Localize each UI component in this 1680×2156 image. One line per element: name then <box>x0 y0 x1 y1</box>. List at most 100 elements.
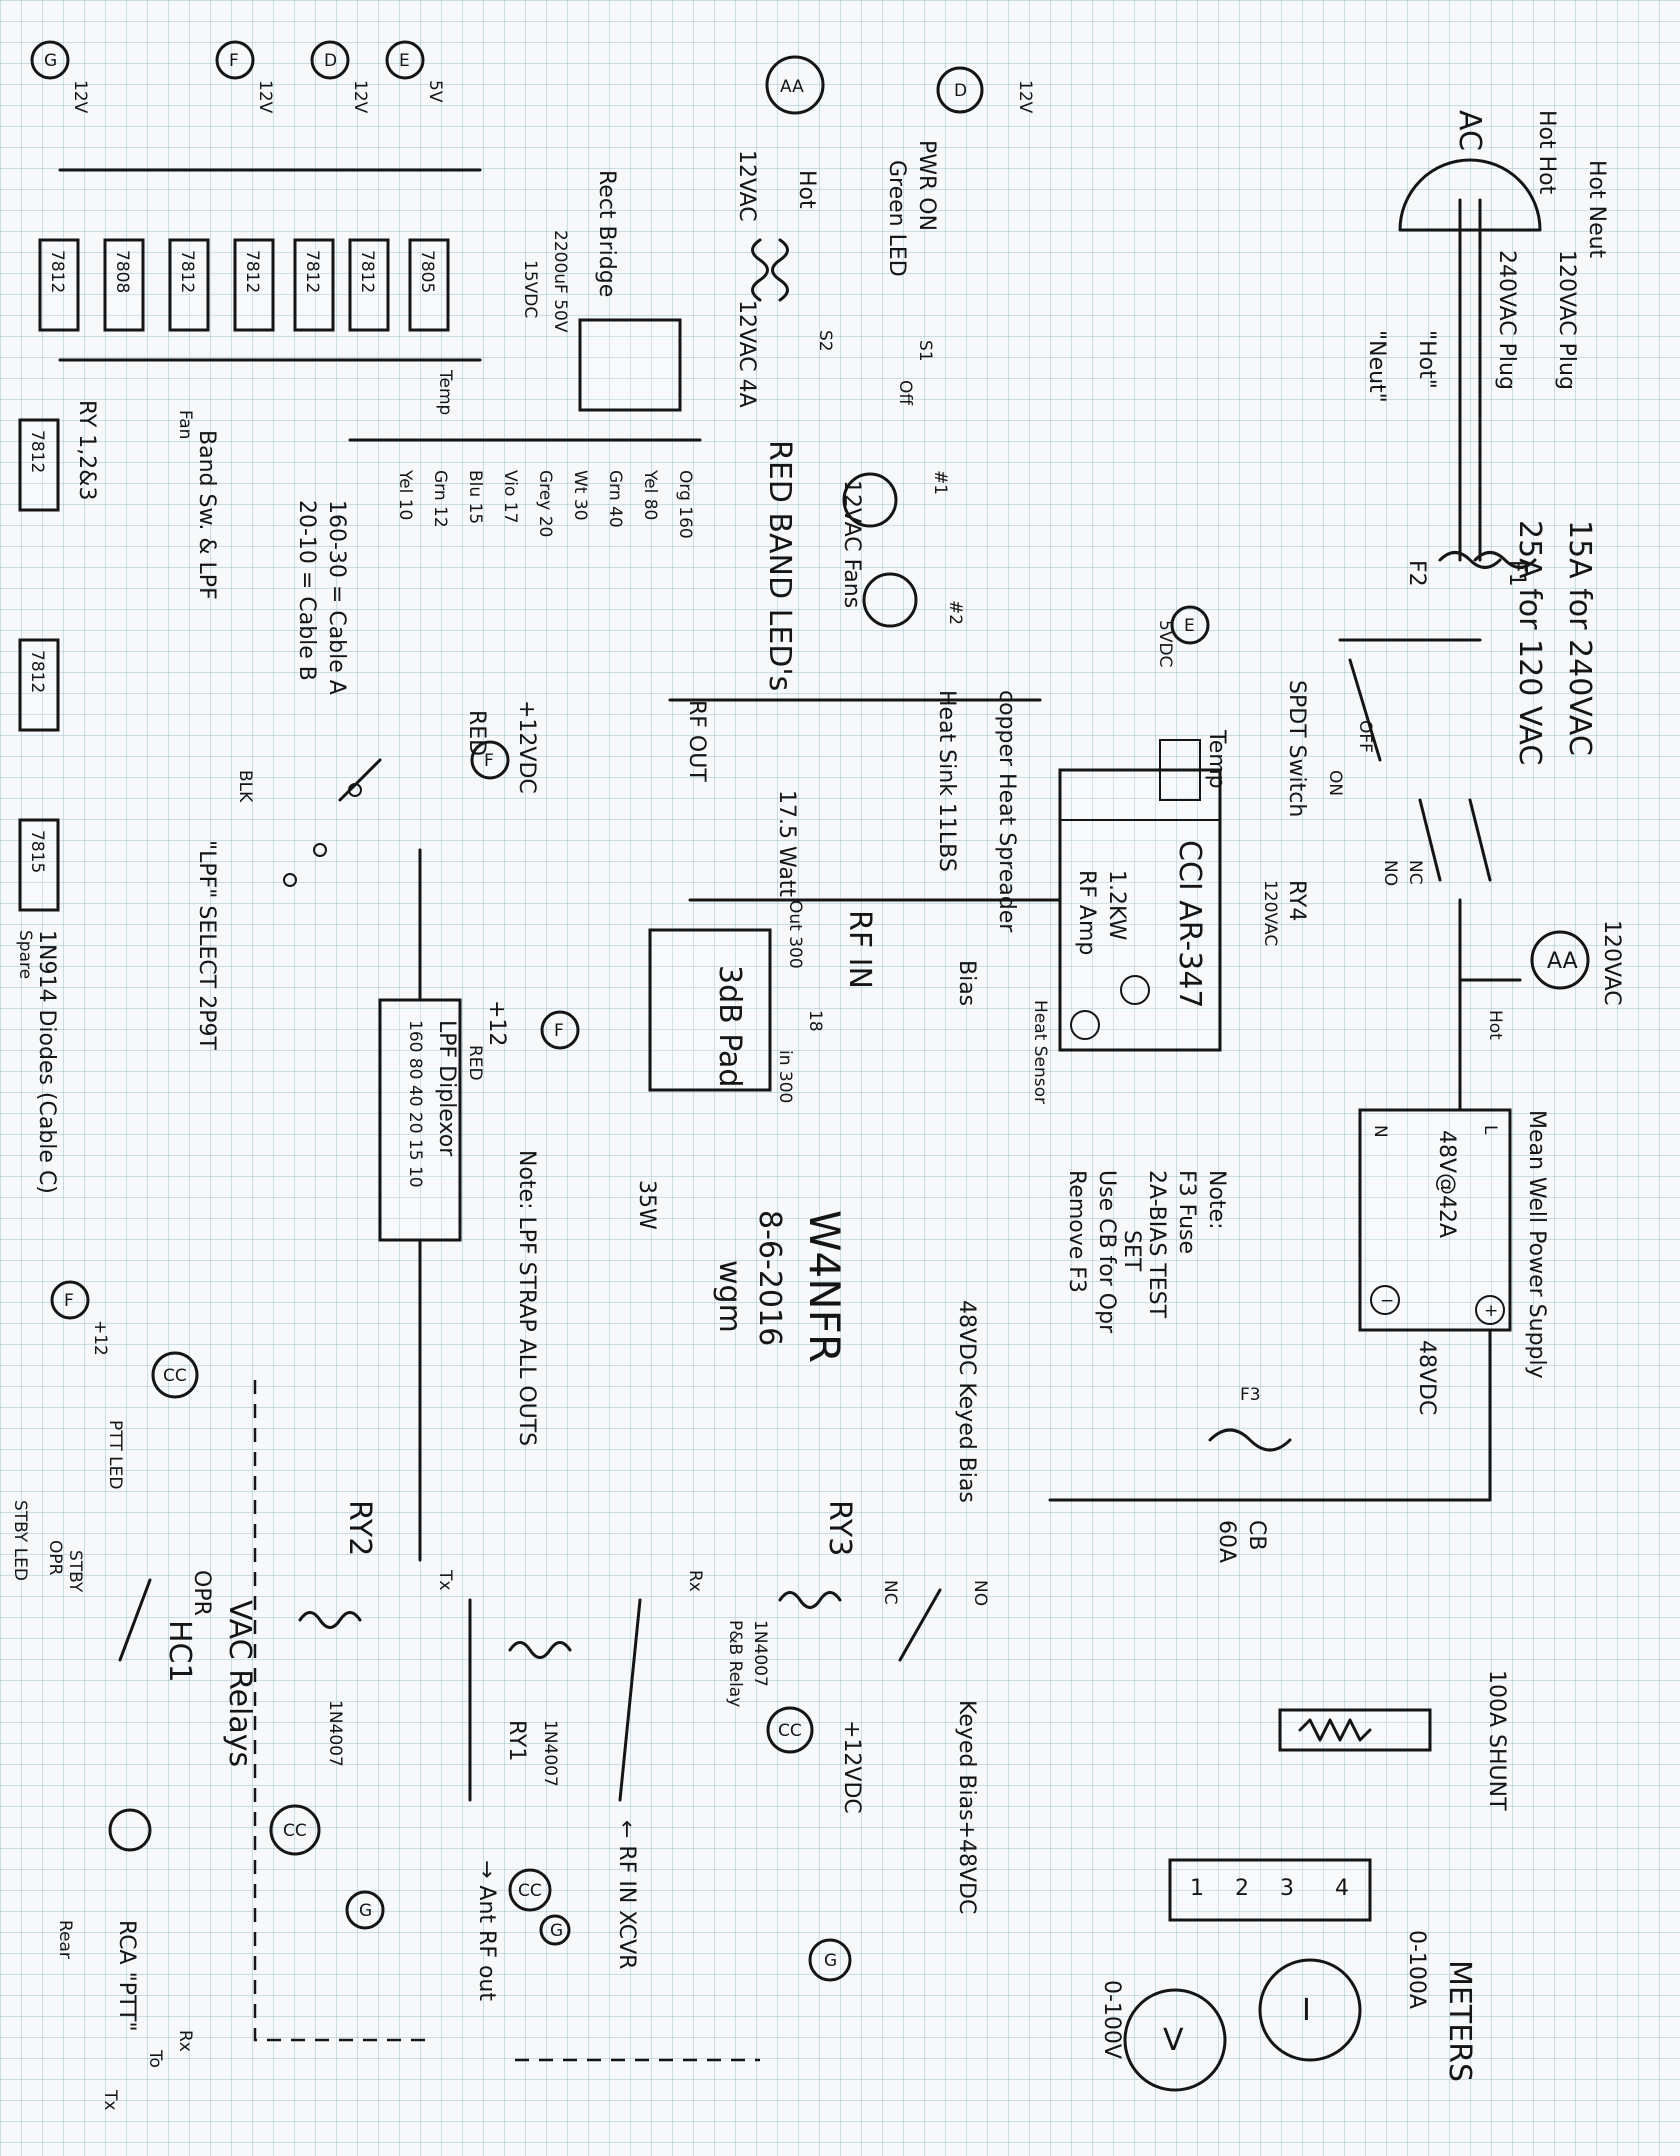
reg-0-label: 7812 <box>47 250 67 293</box>
neut-quote-label: "Neut" <box>1364 330 1389 403</box>
psu-48vdc: 48VDC <box>1414 1340 1439 1415</box>
fan-lbl: Fan <box>175 410 195 439</box>
d-tag-top-label: D <box>954 81 967 101</box>
g-tag-ry1 <box>539 1914 571 1946</box>
lpf-bands: 160 80 40 20 15 10 <box>405 1020 425 1188</box>
cc-tag-ry3 <box>766 1706 814 1754</box>
attenuator-pad <box>648 928 772 1092</box>
s1-label: S1 <box>915 340 935 362</box>
dashed-cc-left <box>253 1380 430 2042</box>
amp-section: CCI AR-347 1.2KW RF Amp Temp E 5VDC copp… <box>668 605 1229 1104</box>
note-line-1: F3 Fuse <box>1174 1170 1199 1254</box>
ry3-section: RY3 1N4007 P&B Relay +12VDC Keyed Bias+4… <box>725 1500 990 1982</box>
rail-tag-d-label: D <box>324 51 337 71</box>
cc-tag-ptt-label: CC <box>163 1366 187 1386</box>
psu-section: Mean Well Power Supply 48V@42A L N + − 4… <box>1358 1108 1549 1502</box>
cb-note-section: Note: F3 Fuse 2A-BIAS TEST SET Use CB fo… <box>1048 1170 1492 1563</box>
rail-tag-d <box>310 40 350 80</box>
header-current-2: 25A for 120 VAC <box>1512 520 1547 765</box>
wire-color-8: Yel 10 <box>395 469 415 520</box>
cc-tag-ptt <box>151 1351 199 1399</box>
pad-out-label: Out 300 <box>785 900 805 969</box>
ry4-contact-2 <box>1468 798 1492 882</box>
ry4-contact-1 <box>1418 798 1442 882</box>
callsign: W4NFR <box>800 1210 849 1363</box>
meter-terminal-strip <box>1168 1858 1372 1922</box>
cc-tag-ry2-label: CC <box>283 1821 307 1841</box>
red-leds-label: RED BAND LED's <box>762 440 797 691</box>
rect-label: Rect Bridge <box>594 170 619 297</box>
wire-color-2: Grn 40 <box>605 470 625 528</box>
meter-a-range: 0-100A <box>1404 1930 1429 2009</box>
pwr-on-label: PWR ON <box>914 140 939 231</box>
rail-v-f: 12V <box>255 80 275 114</box>
hot-label-top: Hot <box>794 170 819 209</box>
hot-label: Hot <box>1485 1010 1505 1040</box>
keyed-bias-label: 48VDC Keyed Bias <box>954 1300 979 1503</box>
rail-tag-f-label: F <box>229 51 239 71</box>
amp-minus-terminal <box>1120 975 1150 1005</box>
rail-v-d: 12V <box>350 80 370 114</box>
meter-v-range: 0-100V <box>1099 1980 1124 2059</box>
blk-label: BLK <box>235 770 255 803</box>
band-led-section: Org 160 Yel 80 Grn 40 Wt 30 Grey 20 Vio … <box>348 438 797 794</box>
fan-1-label: #1 <box>930 470 950 495</box>
spdt-switch <box>1348 658 1382 762</box>
reg-0 <box>38 238 80 332</box>
psu-minus: − <box>1380 1291 1394 1311</box>
amp-plus-terminal <box>1070 1010 1100 1040</box>
lpf-red: RED <box>465 1045 485 1081</box>
reg-3-label: 7812 <box>242 250 262 293</box>
ry3-label: RY3 <box>822 1500 857 1556</box>
bias-label: Bias <box>954 960 979 1006</box>
fuse-f2 <box>1438 551 1502 569</box>
rca-ptt-jack <box>108 1808 152 1852</box>
note-title: Note: <box>1204 1170 1229 1230</box>
rail-tag-g <box>30 40 70 80</box>
corner-to: To <box>145 2049 165 2068</box>
vac-relay-section: F +12 CC PTT LED STBY LED STBY OPR OPR H… <box>10 1280 760 2062</box>
hc1-switch <box>118 1578 152 1662</box>
lpf-select: "LPF" SELECT 2P9T <box>194 840 219 1050</box>
heatsink-label: Heat Sink 11LBS <box>934 690 959 872</box>
amp-name: CCI AR-347 <box>1172 840 1207 1009</box>
s1-off-label: Off <box>895 380 915 406</box>
power-fan-section: AA Hot 12VAC 12VAC 4A D 12V PWR ON Green… <box>734 55 1035 628</box>
shunt-element <box>1298 1718 1372 1742</box>
reg-7812-b-label: 7812 <box>27 650 47 693</box>
f-tag-ptt-label: F <box>64 1291 74 1311</box>
rect-bridge <box>578 318 682 412</box>
temp-label: Temp <box>1204 729 1229 789</box>
ry4-label: RY4 <box>1284 880 1309 921</box>
ptt-led-label: PTT LED <box>105 1420 125 1489</box>
transformer-secondary <box>771 238 789 302</box>
amp-meter-glyph: I <box>1302 1993 1311 2028</box>
term-1: 1 <box>1190 1876 1204 1901</box>
ry3-coil <box>778 1591 842 1609</box>
note-line-3: SET <box>1119 1230 1144 1272</box>
aa-tag-top <box>765 55 825 115</box>
lpf-name: LPF Diplexor <box>434 1020 459 1157</box>
lpf-plus12: +12 <box>484 1000 509 1046</box>
rf-in-label: RF IN <box>842 910 877 989</box>
no-label: NO <box>1380 860 1400 886</box>
green-led-label: Green LED <box>884 160 909 277</box>
plug-120-label: 120VAC Plug <box>1554 250 1579 390</box>
ant-label: → Ant RF out <box>474 1860 499 2001</box>
spdt-label: SPDT Switch <box>1284 680 1309 817</box>
cc-tag-ry1-label: CC <box>518 1881 542 1901</box>
g-tag-ry3-label: G <box>824 1951 837 1971</box>
volt-meter-glyph: V <box>1163 2023 1184 2058</box>
vac12-label: 12VAC <box>734 150 759 222</box>
plug-240-label: 240VAC Plug <box>1494 250 1519 390</box>
e-tag-amp <box>1170 605 1210 645</box>
rf-in-xcvr-label: ← RF IN XCVR <box>614 1820 639 1969</box>
vac12-4a-label: 12VAC 4A <box>734 300 759 408</box>
fuse-f1 <box>1473 551 1537 569</box>
temp-meter <box>1159 739 1201 801</box>
e-tag-amp-label: E <box>1184 616 1195 636</box>
wire-color-1: Yel 80 <box>640 469 660 520</box>
ry123-label: RY 1,2&3 <box>74 400 99 500</box>
reg-7812-a-label: 7812 <box>27 430 47 473</box>
f-tag-lpf <box>540 1010 580 1050</box>
